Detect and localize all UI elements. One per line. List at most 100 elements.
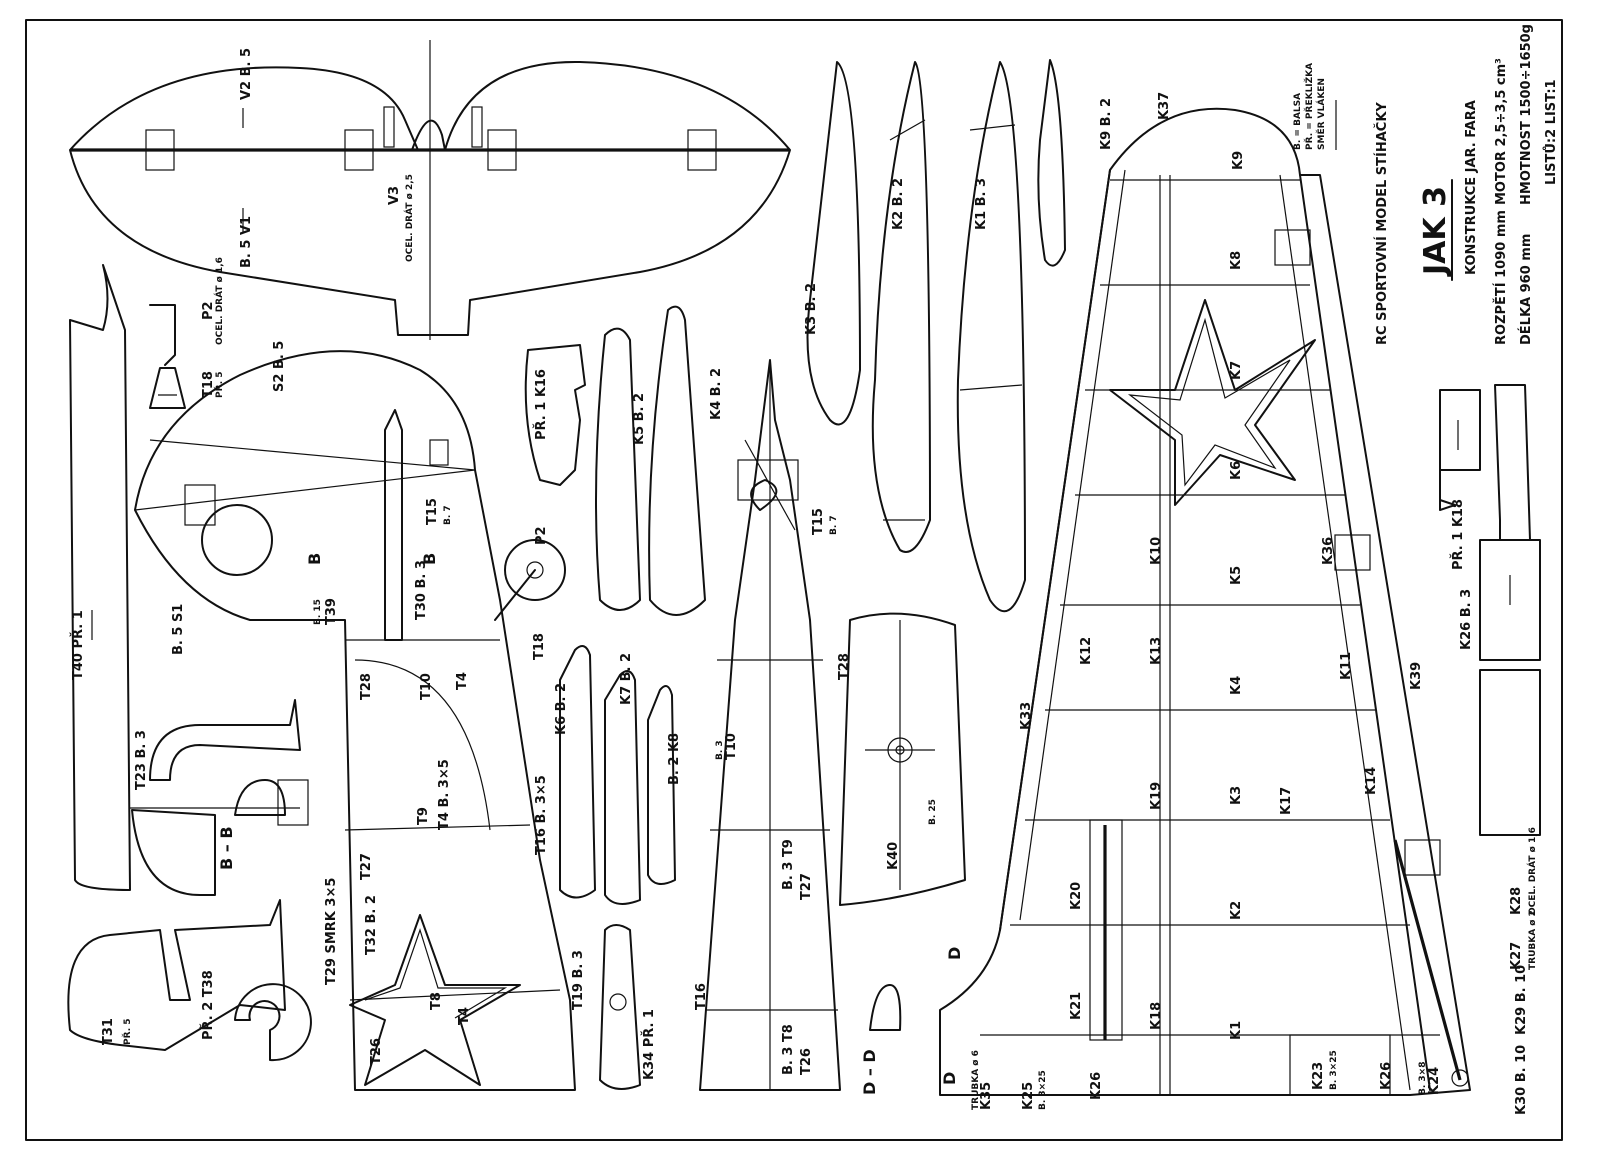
k5r-label: K5 B. 2 <box>632 393 647 445</box>
t15-top-note: B. 7 <box>829 515 839 535</box>
title-designer: KONSTRUKCE JAR. FARA <box>1464 100 1479 275</box>
k8r-label: B. 2 K8 <box>667 733 682 785</box>
title-rozpeti: ROZPĚTÍ 1090 mm <box>1493 210 1509 345</box>
k28-label: K28 <box>1509 887 1524 915</box>
k29-label: K29 B. 10 <box>1514 965 1529 1035</box>
t26-top-label: T26 <box>799 1048 814 1075</box>
k18-label: K18 <box>1149 1002 1164 1030</box>
k40-note: B. 25 <box>928 799 938 825</box>
k6r-label: K6 B. 2 <box>554 683 569 735</box>
t18-side-label: T18 <box>532 633 547 660</box>
s1-label: B. 5 S1 <box>171 604 186 655</box>
t15-top-label: T15 <box>811 508 826 535</box>
t8-side-label: T8 <box>429 992 444 1010</box>
k37-label: K37 <box>1157 92 1172 120</box>
legend-balsa: B. = BALSA <box>1293 93 1303 150</box>
canopy-t23-drawing <box>130 699 309 896</box>
k9-label: K9 <box>1231 151 1246 170</box>
section-bb-label: B – B <box>217 826 236 870</box>
t9-top-label: B. 3 T9 <box>781 839 796 890</box>
legend-smer: SMĚR VLÁKEN <box>1315 78 1327 150</box>
k6-label: K6 <box>1229 461 1244 480</box>
t31-note: PŘ. 5 <box>121 1018 133 1045</box>
k9r-label: K9 B. 2 <box>1099 98 1114 150</box>
p2-side-label: P2 <box>534 526 549 545</box>
t16-side-label: T16 B. 3×5 <box>534 775 549 855</box>
t28-top-label: T28 <box>837 653 852 680</box>
k21-label: K21 <box>1069 992 1084 1020</box>
t38-label: PŘ. 2 T38 <box>200 970 216 1040</box>
k33-label: K33 <box>1019 702 1034 730</box>
k26b-label: K26 <box>1379 1062 1394 1090</box>
t15-side-note: B. 7 <box>443 505 453 525</box>
k1r-label: K1 B. 3 <box>974 178 989 230</box>
t4b-side-label: T4 B. 3×5 <box>437 759 452 830</box>
k17-label: K17 <box>1279 787 1294 815</box>
k4-label: K4 <box>1229 676 1244 695</box>
k24-note: B. 3×8 <box>1418 1062 1428 1095</box>
wing-plan-drawing <box>939 107 1471 1096</box>
title-hmotnost: HMOTNOST 1500÷1650g <box>1519 24 1534 205</box>
k23-label: K23 <box>1311 1062 1326 1090</box>
s2-label: S2 B. 5 <box>272 341 287 392</box>
k19-label: K19 <box>1149 782 1164 810</box>
k13-label: K13 <box>1149 637 1164 665</box>
k20-label: K20 <box>1069 882 1084 910</box>
k1-label: K1 <box>1229 1021 1244 1040</box>
t23-label: T23 B. 3 <box>134 730 149 790</box>
tail-v2-label: V2 B. 5 <box>239 48 254 100</box>
k2r-label: K2 B. 2 <box>891 178 906 230</box>
section-b1-label: B <box>305 553 324 565</box>
k4r-label: K4 B. 2 <box>709 368 724 420</box>
k35-label: K35 <box>979 1082 994 1110</box>
k10-label: K10 <box>1149 537 1164 565</box>
t4-side-label: T4 <box>455 672 470 690</box>
formers-drawing <box>524 59 1066 1090</box>
k12-label: K12 <box>1079 637 1094 665</box>
t4c-side-label: T4 <box>457 1007 472 1025</box>
t9-side-label: T9 <box>416 807 431 825</box>
k14-label: K14 <box>1364 767 1379 795</box>
k18r-label: PŘ. 1 K18 <box>1450 499 1466 570</box>
k7-label: K7 <box>1229 361 1244 380</box>
k16-label: PŘ. 1 K16 <box>533 369 549 440</box>
title-delka: DÉLKA 960 mm <box>1518 234 1534 345</box>
k39-label: K39 <box>1409 662 1424 690</box>
k26r-label: K26 B. 3 <box>1459 589 1474 650</box>
k24-label: K24 <box>1427 1067 1442 1095</box>
k2-label: K2 <box>1229 901 1244 920</box>
k34-label: K34 PŘ. 1 <box>641 1009 657 1080</box>
k40-label: K40 <box>886 842 901 870</box>
t16-top-label: T16 <box>694 983 709 1010</box>
t26-side-label: T26 <box>369 1038 384 1065</box>
section-d2-label: D <box>940 1072 959 1085</box>
p2-label: P2 <box>201 301 216 320</box>
t15-side-label: T15 <box>425 498 440 525</box>
t39-label: T39 <box>324 598 339 625</box>
fuselage-side-drawing <box>134 350 576 1091</box>
k27-note: TRUBKA ø 2 <box>1528 910 1538 970</box>
t8-top-label: B. 3 T8 <box>781 1024 796 1075</box>
t19-label: T19 B. 3 <box>571 950 586 1010</box>
k35-note: TRUBKA ø 6 <box>971 1050 981 1110</box>
section-dd-label: D – D <box>860 1049 879 1095</box>
title-sheets: LISTŮ:2 LIST:1 <box>1543 79 1559 185</box>
k23-note: B. 3×25 <box>1329 1050 1339 1090</box>
t10-top-label: T10 <box>724 733 739 760</box>
p2-t18-drawing <box>149 304 186 409</box>
k30-label: K30 B. 10 <box>1514 1045 1529 1115</box>
k8-label: K8 <box>1229 251 1244 270</box>
t29-label: T29 SMRK 3×5 <box>324 878 339 985</box>
t39-note: B. 15 <box>313 599 323 625</box>
t28-side-label: T28 <box>359 673 374 700</box>
tail-v3-note: OCEL. DRÁT ø 2,5 <box>403 174 415 262</box>
k25-note: B. 3×25 <box>1038 1070 1048 1110</box>
t27-side-label: T27 <box>359 853 374 880</box>
k26a-label: K26 <box>1089 1072 1104 1100</box>
tail-v3-label: V3 <box>387 186 402 205</box>
k28-note: OCEL. DRÁT ø 1,6 <box>1526 827 1538 915</box>
section-d1-label: D <box>945 947 964 960</box>
t10-side-label: T10 <box>419 673 434 700</box>
